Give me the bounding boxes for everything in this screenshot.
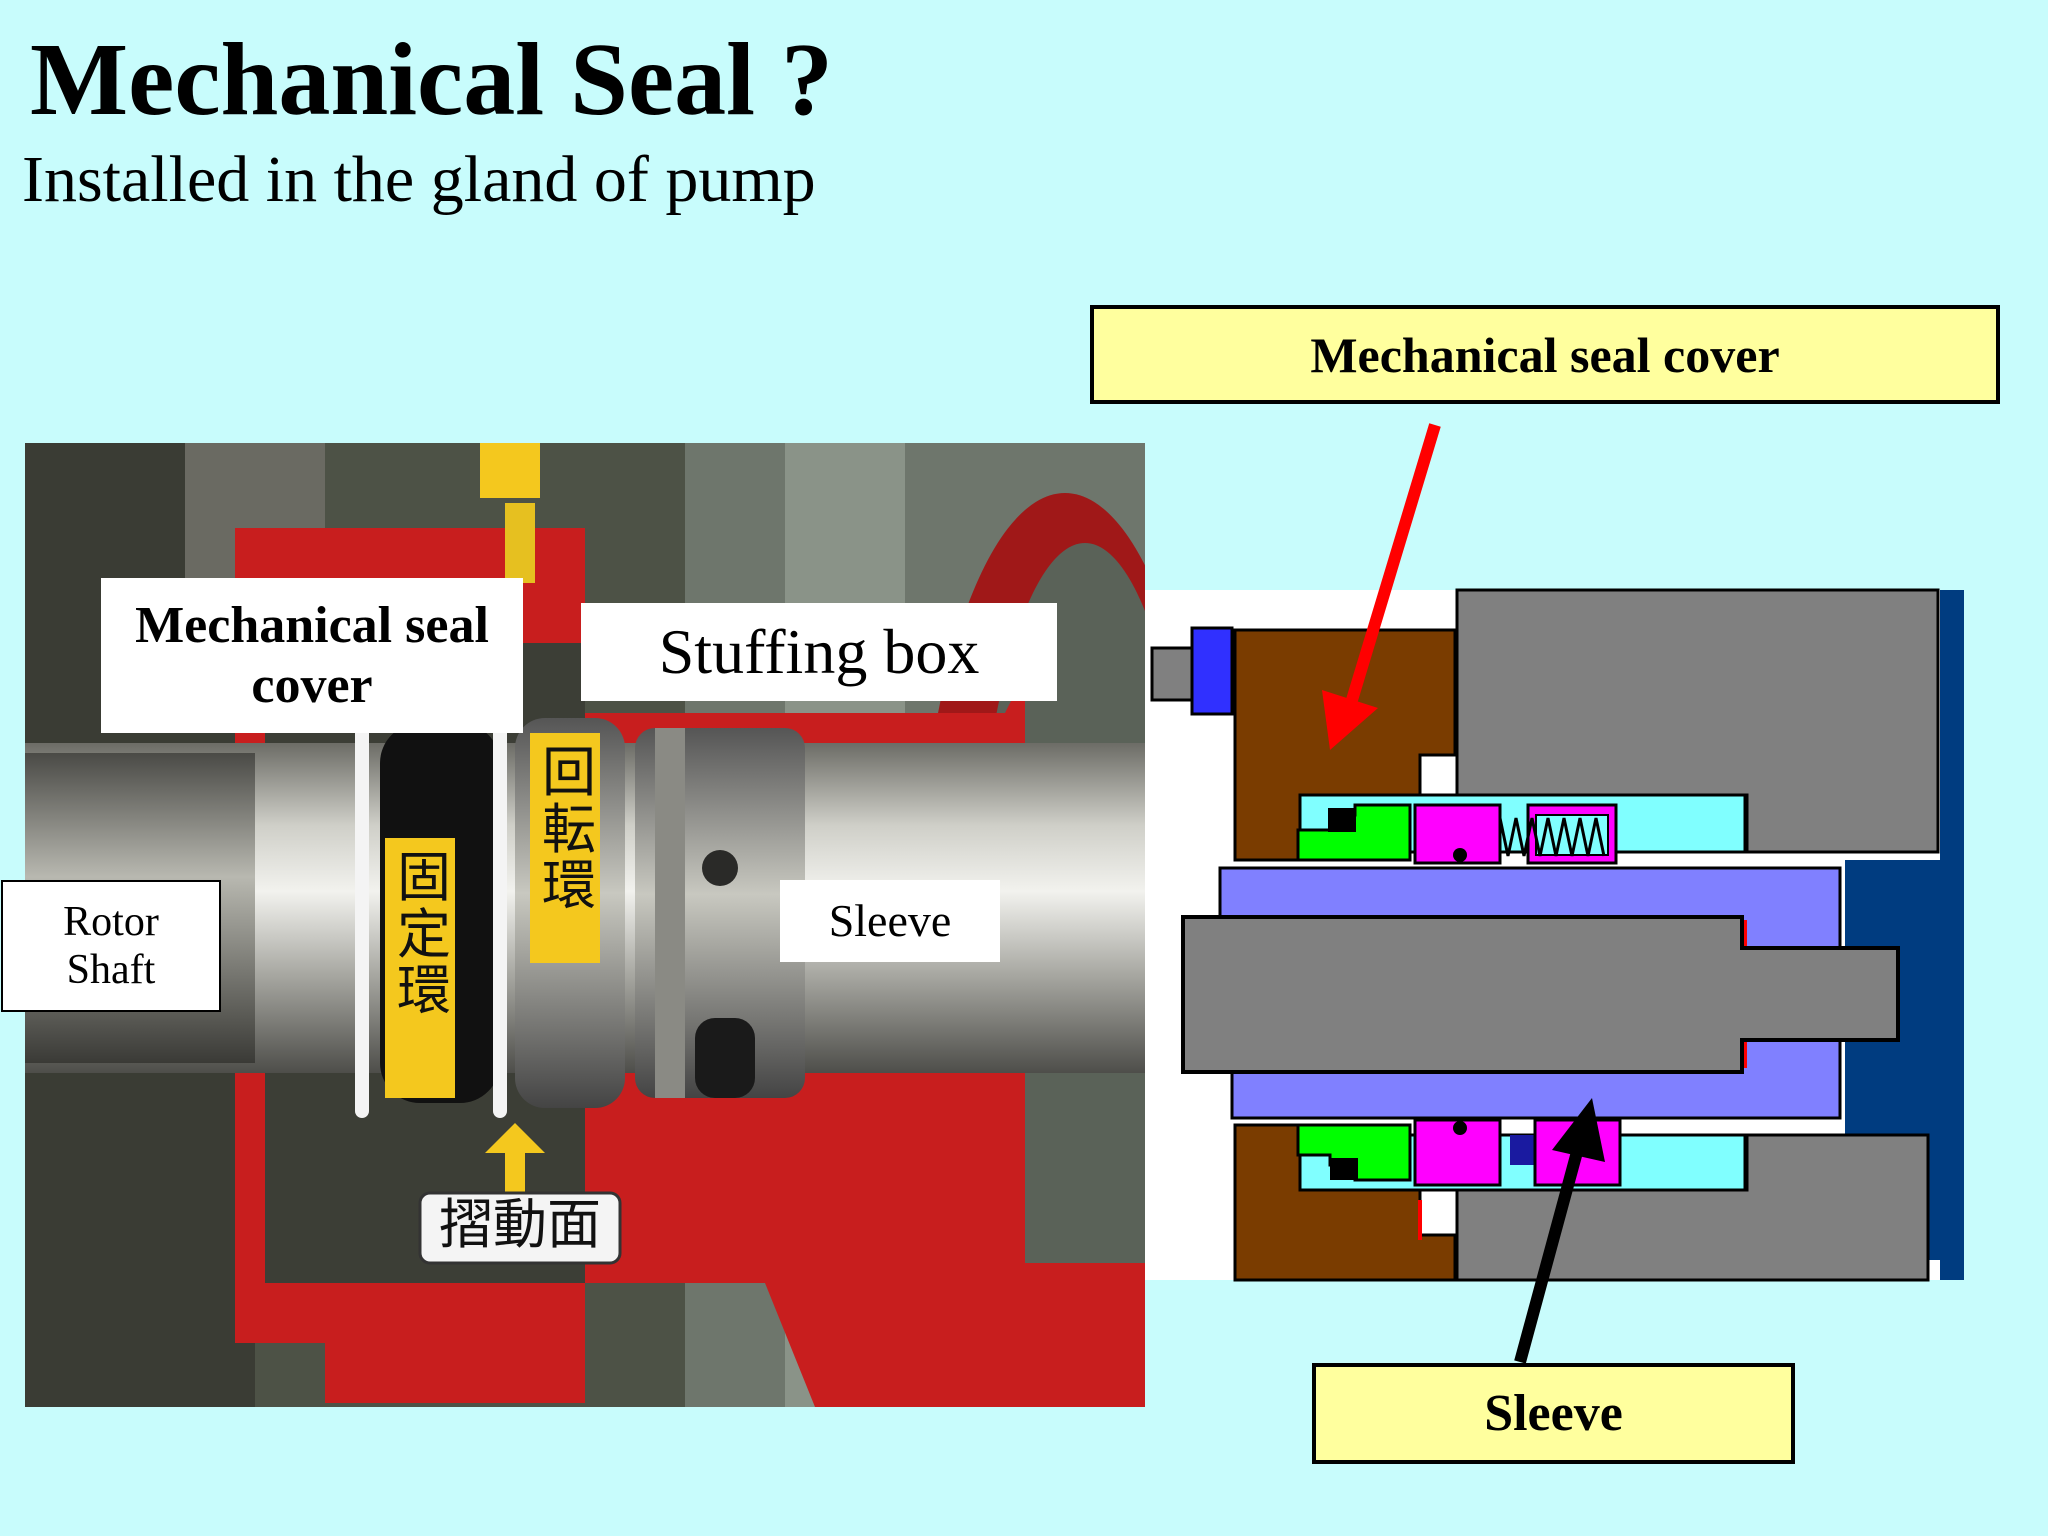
photo-label-sleeve: Sleeve xyxy=(780,880,1000,962)
photo-label-rotor-shaft: Rotor Shaft xyxy=(1,880,221,1012)
bolt-shank xyxy=(1150,646,1194,702)
arrow-seal-cover-head xyxy=(1322,690,1378,750)
seat-lower-key xyxy=(1330,1158,1358,1180)
spring-upper xyxy=(1498,817,1606,857)
seat-upper-key xyxy=(1328,808,1356,832)
callout-sleeve: Sleeve xyxy=(1312,1363,1795,1464)
photo-label-seal-cover: Mechanical seal cover xyxy=(101,578,523,733)
bolt-head xyxy=(1190,626,1234,716)
backplate xyxy=(1940,590,1964,1280)
fixed-ring-mark: 固定環 xyxy=(397,846,451,1023)
slide-subtitle: Installed in the gland of pump xyxy=(22,143,816,216)
pin-lower xyxy=(1510,1135,1535,1165)
photo-label-stuffing-box: Stuffing box xyxy=(581,603,1057,701)
arrow-sleeve-head xyxy=(1552,1098,1605,1162)
ring-lower xyxy=(1413,1118,1502,1187)
sliding-face-mark: 摺動面 xyxy=(439,1193,601,1256)
arrow-seal-cover xyxy=(1346,423,1441,702)
shaft-body xyxy=(1181,915,1900,1074)
callout-seal-cover: Mechanical seal cover xyxy=(1090,305,2000,404)
ring-upper xyxy=(1413,803,1502,865)
slide-title: Mechanical Seal ? xyxy=(30,22,834,137)
rotating-ring-mark: 回転環 xyxy=(542,741,596,918)
arrow-sleeve xyxy=(1514,1150,1583,1364)
